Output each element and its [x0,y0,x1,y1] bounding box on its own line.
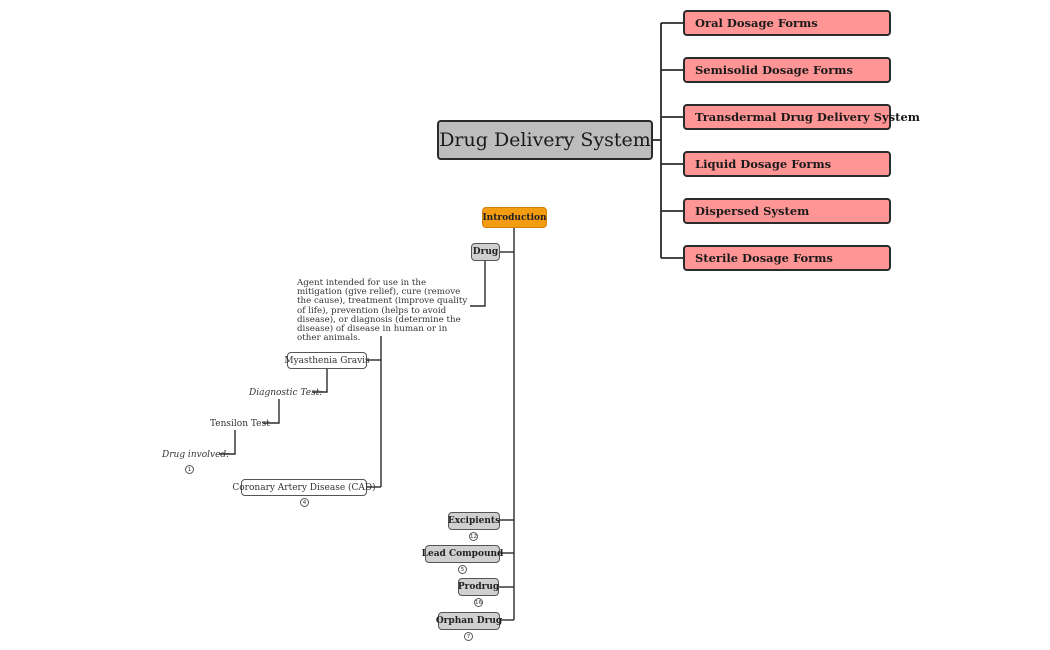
orphan-drug-count-badge[interactable]: 7 [464,632,473,641]
branch-oral-dosage-forms[interactable]: Oral Dosage Forms [683,10,891,36]
branch-transdermal-drug-delivery[interactable]: Transdermal Drug Delivery System [683,104,920,130]
root-topic[interactable]: Drug Delivery System [437,120,653,160]
myasthenia-gravis-topic[interactable]: Myasthenia Gravis [284,352,370,369]
lead-compound-count-badge[interactable]: 5 [458,565,467,574]
introduction-topic[interactable]: Introduction [482,207,547,228]
lead-compound-topic[interactable]: Lead Compound [422,545,503,563]
excipients-count-badge[interactable]: 12 [469,532,478,541]
diagnostic-test-label: Diagnostic Test: [249,388,323,398]
prodrug-topic[interactable]: Prodrug [458,578,499,596]
cad-topic[interactable]: Coronary Artery Disease (CAD) [232,479,376,496]
drug-involved-label: Drug involved: [162,450,230,460]
drug-definition: Agent intended for use in the mitigation… [297,278,468,344]
drug-topic[interactable]: Drug [471,243,500,261]
prodrug-count-badge[interactable]: 16 [474,598,483,607]
excipients-topic[interactable]: Excipients [448,512,500,530]
cad-count-badge[interactable]: 4 [300,498,309,507]
branch-semisolid-dosage-forms[interactable]: Semisolid Dosage Forms [683,57,891,83]
branch-liquid-dosage-forms[interactable]: Liquid Dosage Forms [683,151,891,177]
orphan-drug-topic[interactable]: Orphan Drug [436,612,502,630]
tensilon-test-label: Tensilon Test [210,419,270,429]
branch-dispersed-system[interactable]: Dispersed System [683,198,891,224]
branch-sterile-dosage-forms[interactable]: Sterile Dosage Forms [683,245,891,271]
drug-involved-count-badge[interactable]: 1 [185,465,194,474]
